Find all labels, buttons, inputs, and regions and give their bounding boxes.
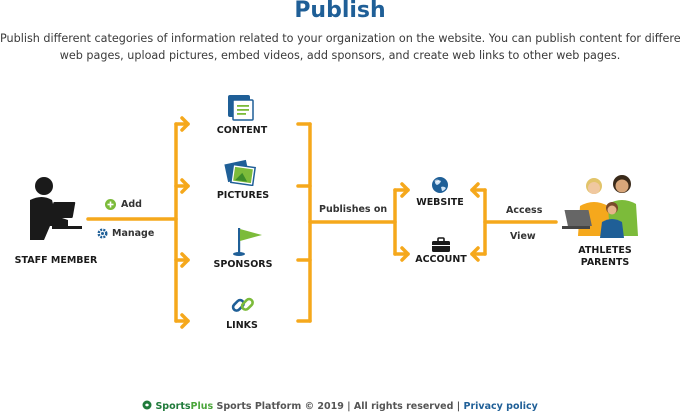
brand-plus: Plus: [190, 401, 214, 412]
link-icon: [231, 297, 254, 312]
manage-label: Manage: [112, 228, 155, 239]
sponsors-flag-icon: [233, 228, 262, 256]
publishes-on-label: Publishes on: [319, 204, 388, 215]
category-sponsors: SPONSORS: [213, 259, 273, 270]
category-content: CONTENT: [216, 125, 268, 136]
target-website: WEBSITE: [416, 197, 464, 208]
description-line-2: web pages, upload pictures, embed videos…: [59, 49, 621, 62]
category-links: LINKS: [226, 320, 258, 331]
page-description: Publish different categories of informat…: [0, 30, 680, 64]
content-icon: [228, 95, 254, 121]
description-line-1: Publish different categories of informat…: [0, 32, 680, 45]
category-pictures: PICTURES: [216, 190, 270, 201]
globe-icon: [432, 177, 448, 193]
audience-label-parents: PARENTS: [580, 257, 630, 268]
audience-label-athletes: ATHLETES: [578, 245, 632, 256]
briefcase-icon: [432, 237, 450, 252]
staff-member-label: STAFF MEMBER: [14, 255, 98, 266]
add-icon: [105, 199, 116, 210]
add-label: Add: [121, 199, 142, 210]
footer-text: Sports Platform © 2019 | All rights rese…: [216, 401, 461, 412]
access-label: Access: [506, 205, 543, 216]
athletes-parents-illustration: [562, 175, 638, 238]
gear-icon: [97, 228, 108, 239]
view-label: View: [510, 231, 536, 242]
footer: SportsPlus Sports Platform © 2019 | All …: [0, 400, 680, 412]
brand-sports: Sports: [155, 401, 191, 412]
page-title: Publish: [294, 0, 386, 23]
privacy-policy-link[interactable]: Privacy policy: [463, 401, 538, 412]
staff-member-icon: [30, 177, 82, 240]
target-account: ACCOUNT: [415, 254, 467, 265]
sportsplus-logo-icon: [142, 400, 152, 410]
pictures-icon: [224, 159, 256, 186]
